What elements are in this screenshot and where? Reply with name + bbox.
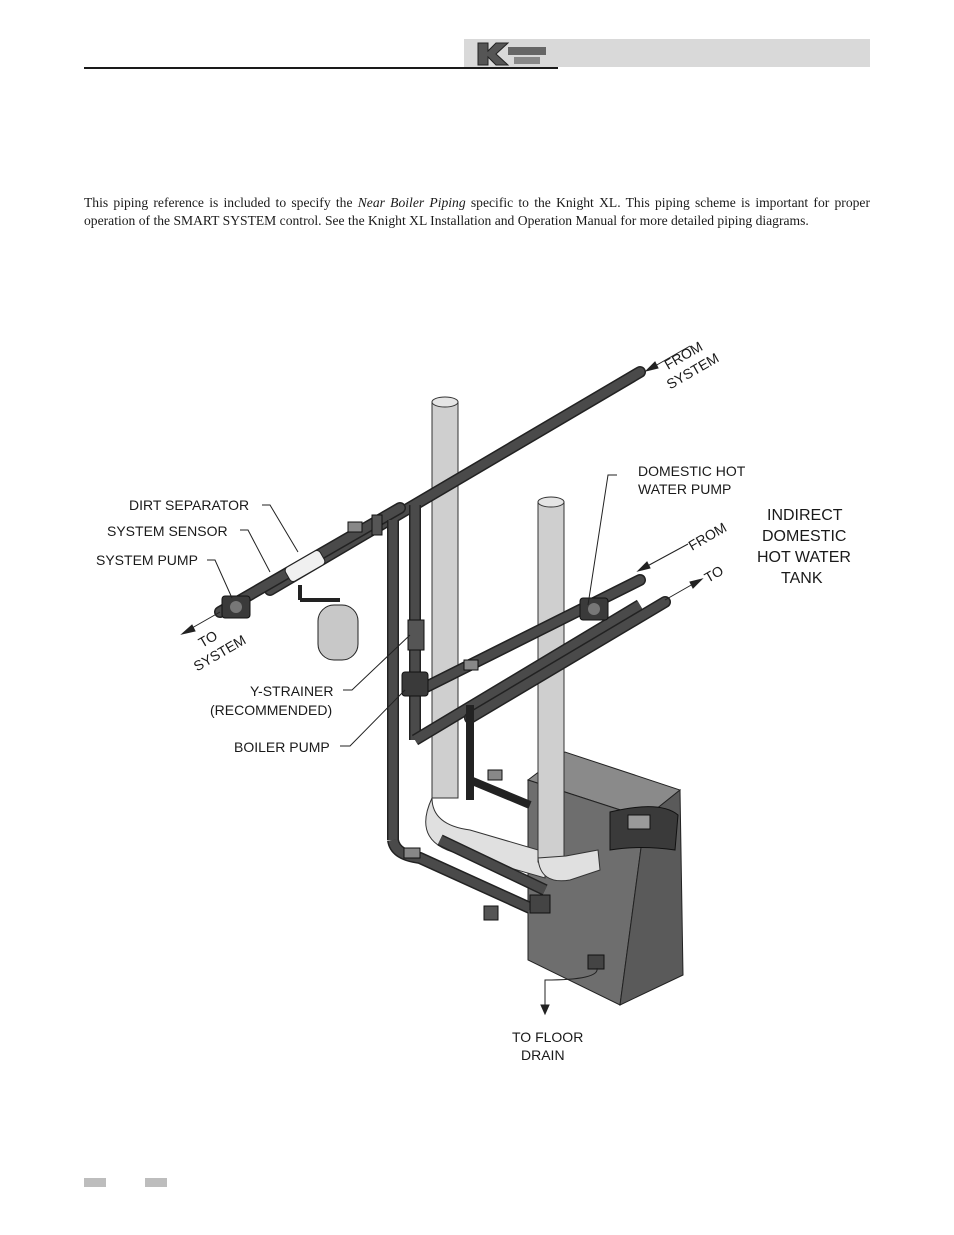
flow-arrows [180, 345, 704, 1016]
label-floor-drain-1: TO FLOOR [512, 1029, 583, 1045]
header-rule [84, 67, 558, 69]
knight-xl-logo-icon [477, 42, 546, 66]
dirt-separator-icon [284, 550, 326, 582]
leader-lines [207, 474, 617, 747]
label-dirt-separator: DIRT SEPARATOR [129, 497, 249, 513]
label-tank-1: INDIRECT [767, 507, 843, 524]
label-floor-drain-2: DRAIN [521, 1047, 565, 1063]
footer-marker-right [145, 1178, 167, 1187]
footer-marker-left [84, 1178, 106, 1187]
expansion-tank-icon [298, 585, 359, 661]
label-from-tank: FROM [686, 519, 730, 553]
label-to-tank: TO [702, 562, 727, 586]
valve-icons [347, 514, 551, 921]
boiler-pump-icon [401, 671, 429, 697]
y-strainer-icon [407, 619, 425, 651]
vent-pipe-right [537, 496, 601, 882]
drain-valve-icon [587, 954, 605, 970]
label-system-pump: SYSTEM PUMP [96, 552, 198, 568]
label-tank-2: DOMESTIC [762, 528, 846, 545]
system-pump-icon [221, 595, 251, 619]
intro-emphasis: Near Boiler Piping [357, 194, 466, 210]
intro-paragraph: This piping reference is included to spe… [84, 194, 870, 229]
label-y-strainer-2: (RECOMMENDED) [210, 702, 332, 718]
label-y-strainer-1: Y-STRAINER [250, 683, 334, 699]
label-tank-4: TANK [781, 570, 823, 587]
control-display-icon [627, 814, 651, 830]
label-boiler-pump: BOILER PUMP [234, 739, 330, 755]
piping-diagram: FROM SYSTEM DOMESTIC HOT WATER PUMP INDI… [96, 338, 851, 1063]
label-system-sensor: SYSTEM SENSOR [107, 523, 228, 539]
domestic-hot-water-pump-icon [579, 597, 609, 621]
label-tank-3: HOT WATER [757, 549, 851, 566]
label-domestic-pump-1: DOMESTIC HOT [638, 463, 746, 479]
label-domestic-pump-2: WATER PUMP [638, 481, 731, 497]
